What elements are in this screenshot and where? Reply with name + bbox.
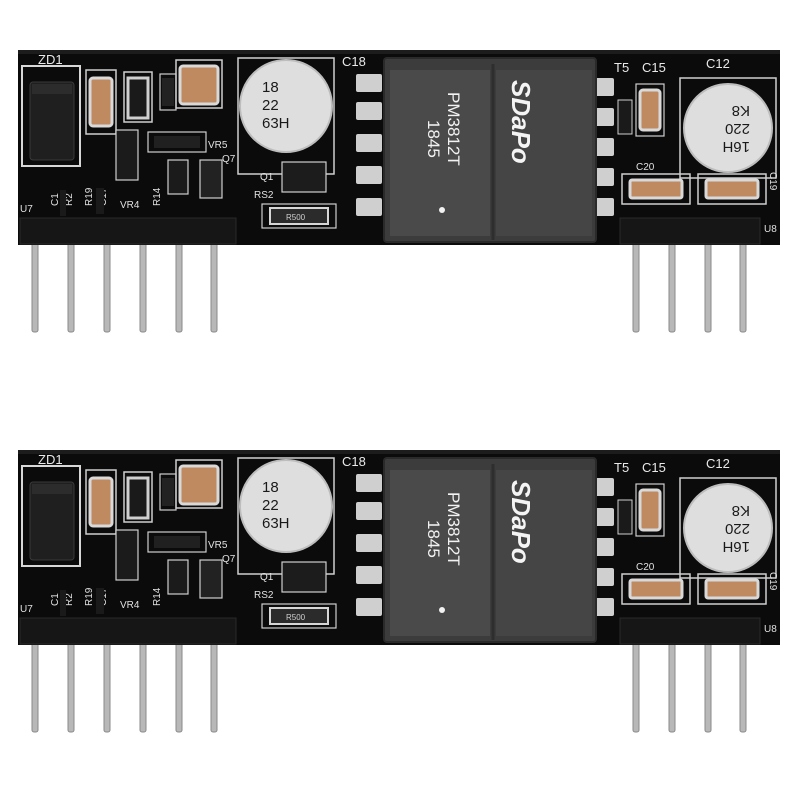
label-q7: Q7 [222,154,236,165]
poe-module-bottom: ZD1 VR5 Q7 18 22 63H Q1 RS2 R500 C18 SDa… [0,400,800,800]
sense-resistor [269,207,329,225]
cap-left-line2: 22 [262,97,279,114]
transformer-model: PM3812T [444,92,463,166]
label-q7: Q7 [222,554,236,565]
cap-right-line3: K8 [732,102,750,119]
cap-right-line2: 220 [725,120,750,137]
label-rs2: RS2 [254,190,274,201]
right-header-block [619,617,761,645]
resistor-code: R500 [286,613,306,622]
label-r14: R14 [152,587,163,606]
transformer-brand: SDaPo [506,480,536,564]
label-r14: R14 [152,187,163,206]
pcb-board-graphic: ZD1 VR5 Q7 18 22 63H Q1 RS2 R500 C18 [18,50,780,333]
cap-right-line3: K8 [732,502,750,519]
cap-right-line2: 220 [725,520,750,537]
label-u7: U7 [20,204,33,215]
poe-module-top: ZD1 VR5 Q7 18 22 63H Q1 RS2 R500 C18 [18,50,780,333]
transformer-pads-left [356,474,382,616]
label-c1: C1 [50,593,61,606]
label-u7: U7 [20,604,33,615]
transformer-pads-left [356,74,382,216]
right-header-block [619,217,761,245]
sense-resistor [269,607,329,625]
label-r2: R2 [64,193,75,206]
label-zd1: ZD1 [38,452,63,467]
label-c12: C12 [706,56,730,71]
smd-resistor-1 [126,76,150,120]
electrolytic-cap-right [683,83,773,173]
label-u8: U8 [764,224,777,235]
label-c18: C18 [342,454,366,469]
label-t5: T5 [614,460,629,475]
electrolytic-cap-right [683,483,773,573]
transformer-brand: SDaPo [506,80,536,164]
smd-cap-1 [88,476,114,528]
label-c19: C19 [767,572,778,591]
zd1-diode [29,481,75,561]
cap-right-line1: 16H [722,538,750,555]
smd-cap-3 [638,488,662,532]
label-r2: R2 [64,593,75,606]
label-c15: C15 [642,460,666,475]
cap-left-line1: 18 [262,79,279,96]
smd-cap-1 [88,76,114,128]
smd-resistor-1 [126,476,150,520]
cap-right-line1: 16H [722,138,750,155]
label-vr4: VR4 [120,200,140,211]
label-vr5: VR5 [208,540,228,551]
smd-cap-2 [178,64,220,106]
label-zd1: ZD1 [38,52,63,67]
label-q1: Q1 [260,172,274,183]
electrolytic-cap-left [239,459,333,553]
pcb-board-graphic: ZD1 VR5 Q7 18 22 63H Q1 RS2 R500 C18 SDa… [18,450,780,733]
transformer-model: PM3812T [444,492,463,566]
label-q1: Q1 [260,572,274,583]
smd-cap-c20 [628,178,684,200]
right-header-pins [632,239,747,333]
transformer-date: 1845 [424,520,443,558]
right-header-pins [632,639,747,733]
cap-left-line3: 63H [262,115,290,132]
label-vr4: VR4 [120,600,140,611]
cap-left-line2: 22 [262,497,279,514]
label-c20: C20 [636,562,655,573]
label-c15: C15 [642,60,666,75]
transformer-date: 1845 [424,120,443,158]
electrolytic-cap-left [239,59,333,153]
left-header-block [19,617,237,645]
label-vr5: VR5 [208,140,228,151]
cap-left-line3: 63H [262,515,290,532]
smd-cap-c19 [704,178,760,200]
label-c12: C12 [706,456,730,471]
zd1-diode [29,81,75,161]
label-t5: T5 [614,60,629,75]
label-c19: C19 [767,172,778,191]
label-rs2: RS2 [254,590,274,601]
label-c20: C20 [636,162,655,173]
smd-cap-2 [178,464,220,506]
label-r19: R19 [84,587,95,606]
left-header-pins [31,239,218,333]
label-c18: C18 [342,54,366,69]
smd-cap-3 [638,88,662,132]
smd-cap-c20 [628,578,684,600]
smd-cap-c19 [704,578,760,600]
label-c1: C1 [50,193,61,206]
cap-left-line1: 18 [262,479,279,496]
left-header-pins [31,639,218,733]
label-u8: U8 [764,624,777,635]
resistor-code: R500 [286,213,306,222]
label-r19: R19 [84,187,95,206]
left-header-block [19,217,237,245]
